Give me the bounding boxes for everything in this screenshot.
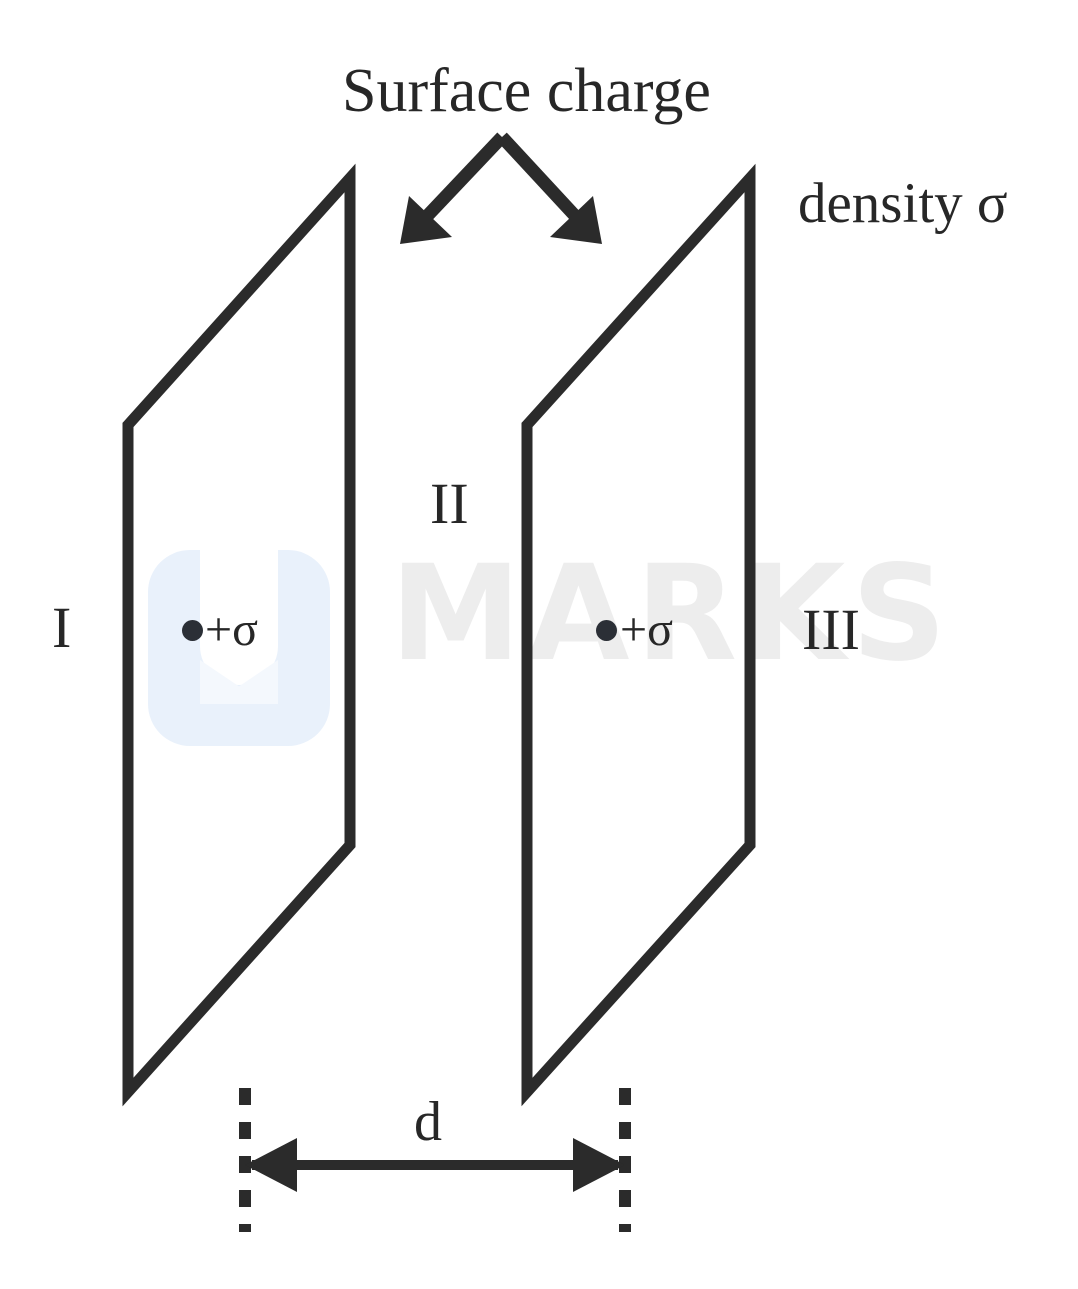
charge-point-right-dot: [596, 620, 617, 641]
label-region-three: III: [802, 597, 860, 662]
label-density-sigma: density σ: [798, 172, 1008, 235]
dimension-arrowhead-left: [245, 1138, 297, 1192]
charge-label-right: +σ: [620, 603, 673, 656]
charged-sheet-right: [521, 163, 756, 1107]
watermark-text: MARKS: [390, 537, 953, 691]
dimension-arrowhead-right: [573, 1138, 625, 1192]
watermark-logo-u-shape: [200, 550, 278, 685]
label-region-two: II: [430, 471, 469, 536]
callout-arrow: [407, 132, 595, 237]
watermark-logo: [148, 550, 330, 746]
charge-label-left: +σ: [205, 603, 258, 656]
charged-sheet-left: [122, 163, 356, 1107]
callout-arrowhead-right: [550, 196, 602, 244]
charge-point-left-dot: [182, 620, 203, 641]
title-surface-charge: Surface charge: [342, 57, 711, 125]
label-distance-d: d: [414, 1091, 442, 1153]
label-region-one: I: [52, 595, 72, 660]
callout-arrowhead-left: [400, 196, 452, 244]
